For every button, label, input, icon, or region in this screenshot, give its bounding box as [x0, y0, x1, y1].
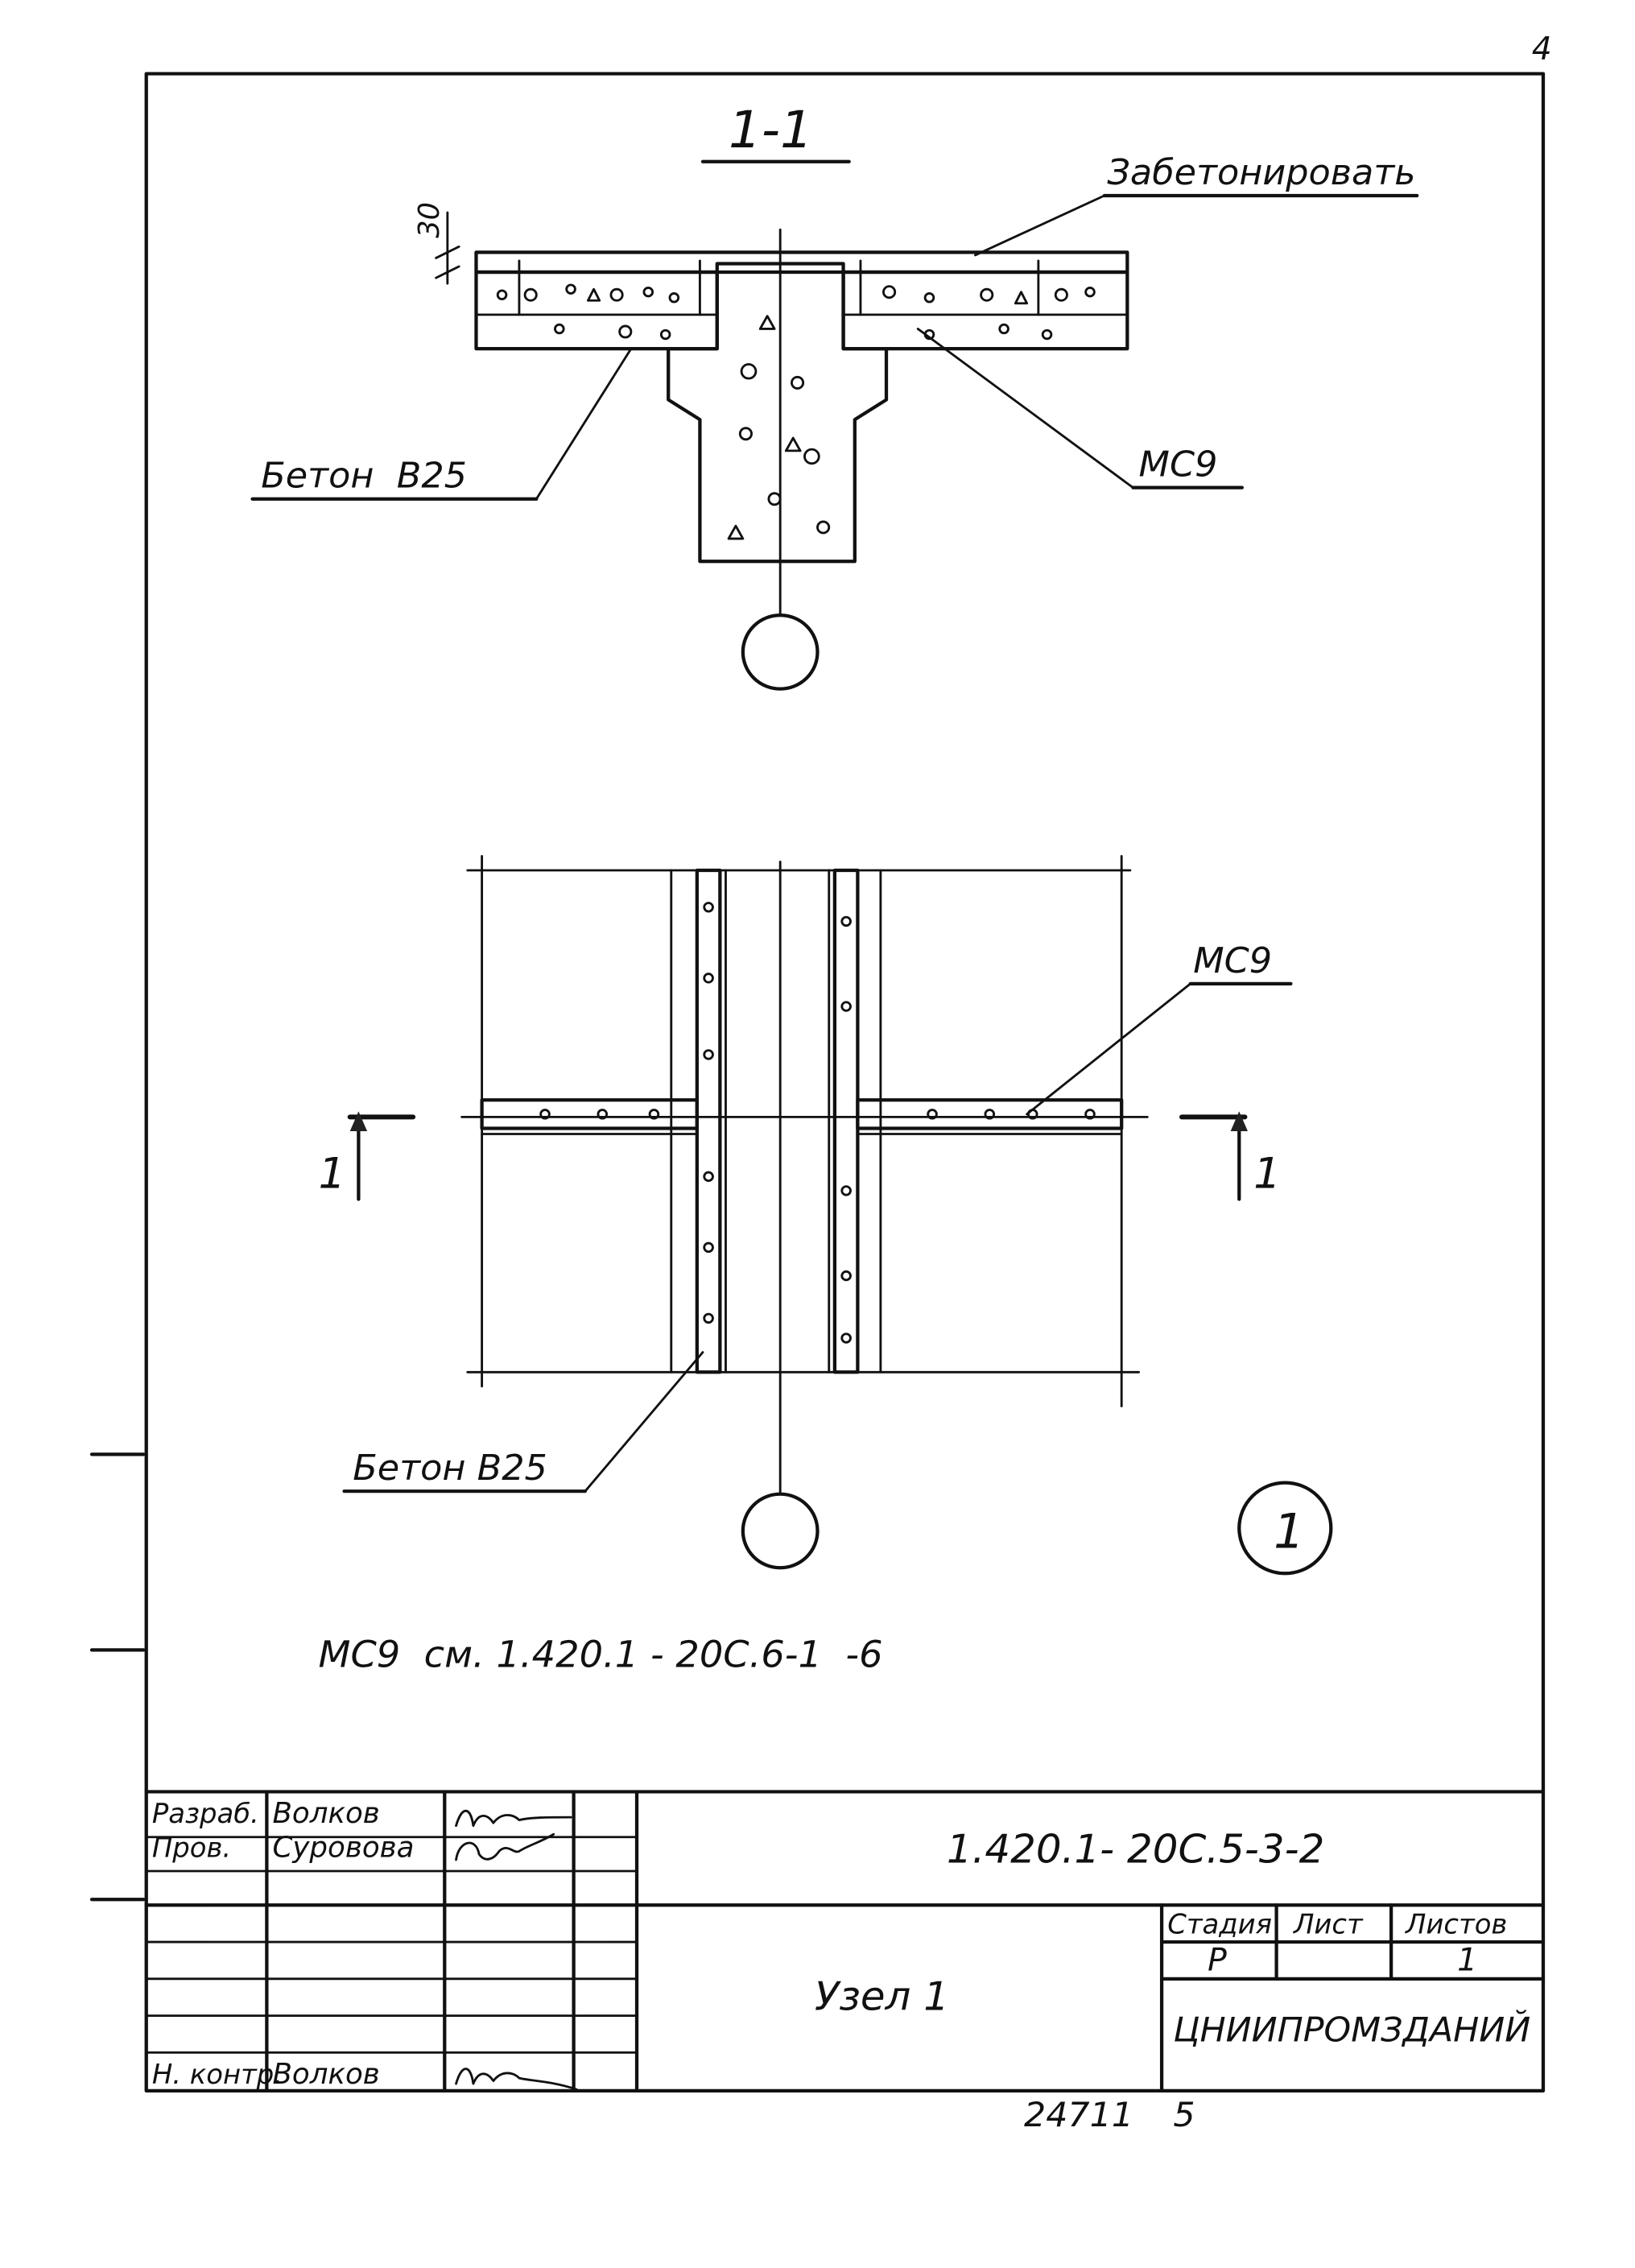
callout-mc9-plan: МС9 — [1193, 940, 1272, 981]
role-checker: Пров. — [152, 1832, 231, 1864]
leader-line — [584, 1351, 704, 1493]
callout-concrete-grade: Бетон В25 — [261, 456, 467, 497]
node-marker-label: 1 — [1274, 1504, 1305, 1560]
leader-line — [974, 194, 1106, 257]
reference-note: МС9 см. 1.420.1 - 20С.6-1 -6 — [319, 1633, 883, 1676]
concrete-strip-left — [695, 868, 722, 1374]
leader-line — [1026, 982, 1192, 1116]
signature — [455, 1832, 555, 1861]
role-norm-control: Н. контр. — [152, 2059, 283, 2090]
concrete-aggregate — [496, 283, 1096, 540]
role-developer: Разраб. — [152, 1798, 259, 1829]
axis-marker — [741, 613, 820, 691]
page-number: 4 — [1532, 31, 1552, 68]
dimension-tick — [435, 245, 460, 259]
footer-number: 24711 — [1024, 2096, 1133, 2135]
concrete-joint-right — [856, 1098, 1124, 1130]
name-checker: Суровова — [273, 1832, 415, 1865]
signature — [455, 2068, 578, 2091]
leader-line — [535, 347, 633, 501]
dimension-value: 30 — [413, 202, 446, 238]
slab-right — [841, 270, 1129, 351]
organization: ЦНИИПРОМЗДАНИЙ — [1173, 2010, 1530, 2051]
header-sheet: Лист — [1293, 1909, 1364, 1940]
section-1-1: 1-1 30 — [250, 101, 1419, 691]
header-stage: Стадия — [1167, 1909, 1272, 1940]
concrete-strip-right — [832, 868, 860, 1374]
cut-label-right: 1 — [1253, 1149, 1281, 1199]
name-norm-control: Волков — [273, 2058, 380, 2091]
plan-axis-marker — [741, 1492, 820, 1570]
plan-view: 1 1 МС9 Бетон В25 1 — [319, 855, 1333, 1576]
callout-mc9: МС9 — [1139, 444, 1218, 485]
sheets-value: 1 — [1457, 1942, 1477, 1978]
cut-label-left: 1 — [319, 1149, 346, 1199]
name-developer: Волков — [273, 1797, 380, 1830]
topping-layer — [474, 250, 1129, 275]
section-title: 1-1 — [729, 101, 813, 160]
drawing-name: Узел 1 — [815, 1973, 949, 2020]
leader-line — [916, 328, 1134, 490]
drawing-frame — [144, 72, 1546, 2093]
stage-value: Р — [1208, 1942, 1227, 1978]
concrete-joint-left — [480, 1098, 699, 1130]
header-sheets: Листов — [1405, 1909, 1507, 1940]
callout-concrete-grade-plan: Бетон В25 — [353, 1448, 547, 1489]
drawing-code: 1.420.1- 20С.5-3-2 — [947, 1826, 1325, 1873]
slab-left — [474, 270, 719, 351]
title-block: Разраб. Пров. Н. контр. Волков Суровова … — [144, 1790, 1546, 2093]
node-marker — [1237, 1481, 1333, 1576]
beam-section — [667, 262, 889, 564]
signature — [455, 1809, 572, 1828]
callout-concrete-fill: Забетонировать — [1107, 152, 1415, 193]
plan-aggregate — [539, 902, 1096, 1344]
dimension-tick — [435, 265, 460, 279]
footer-format: 5 — [1173, 2096, 1195, 2135]
